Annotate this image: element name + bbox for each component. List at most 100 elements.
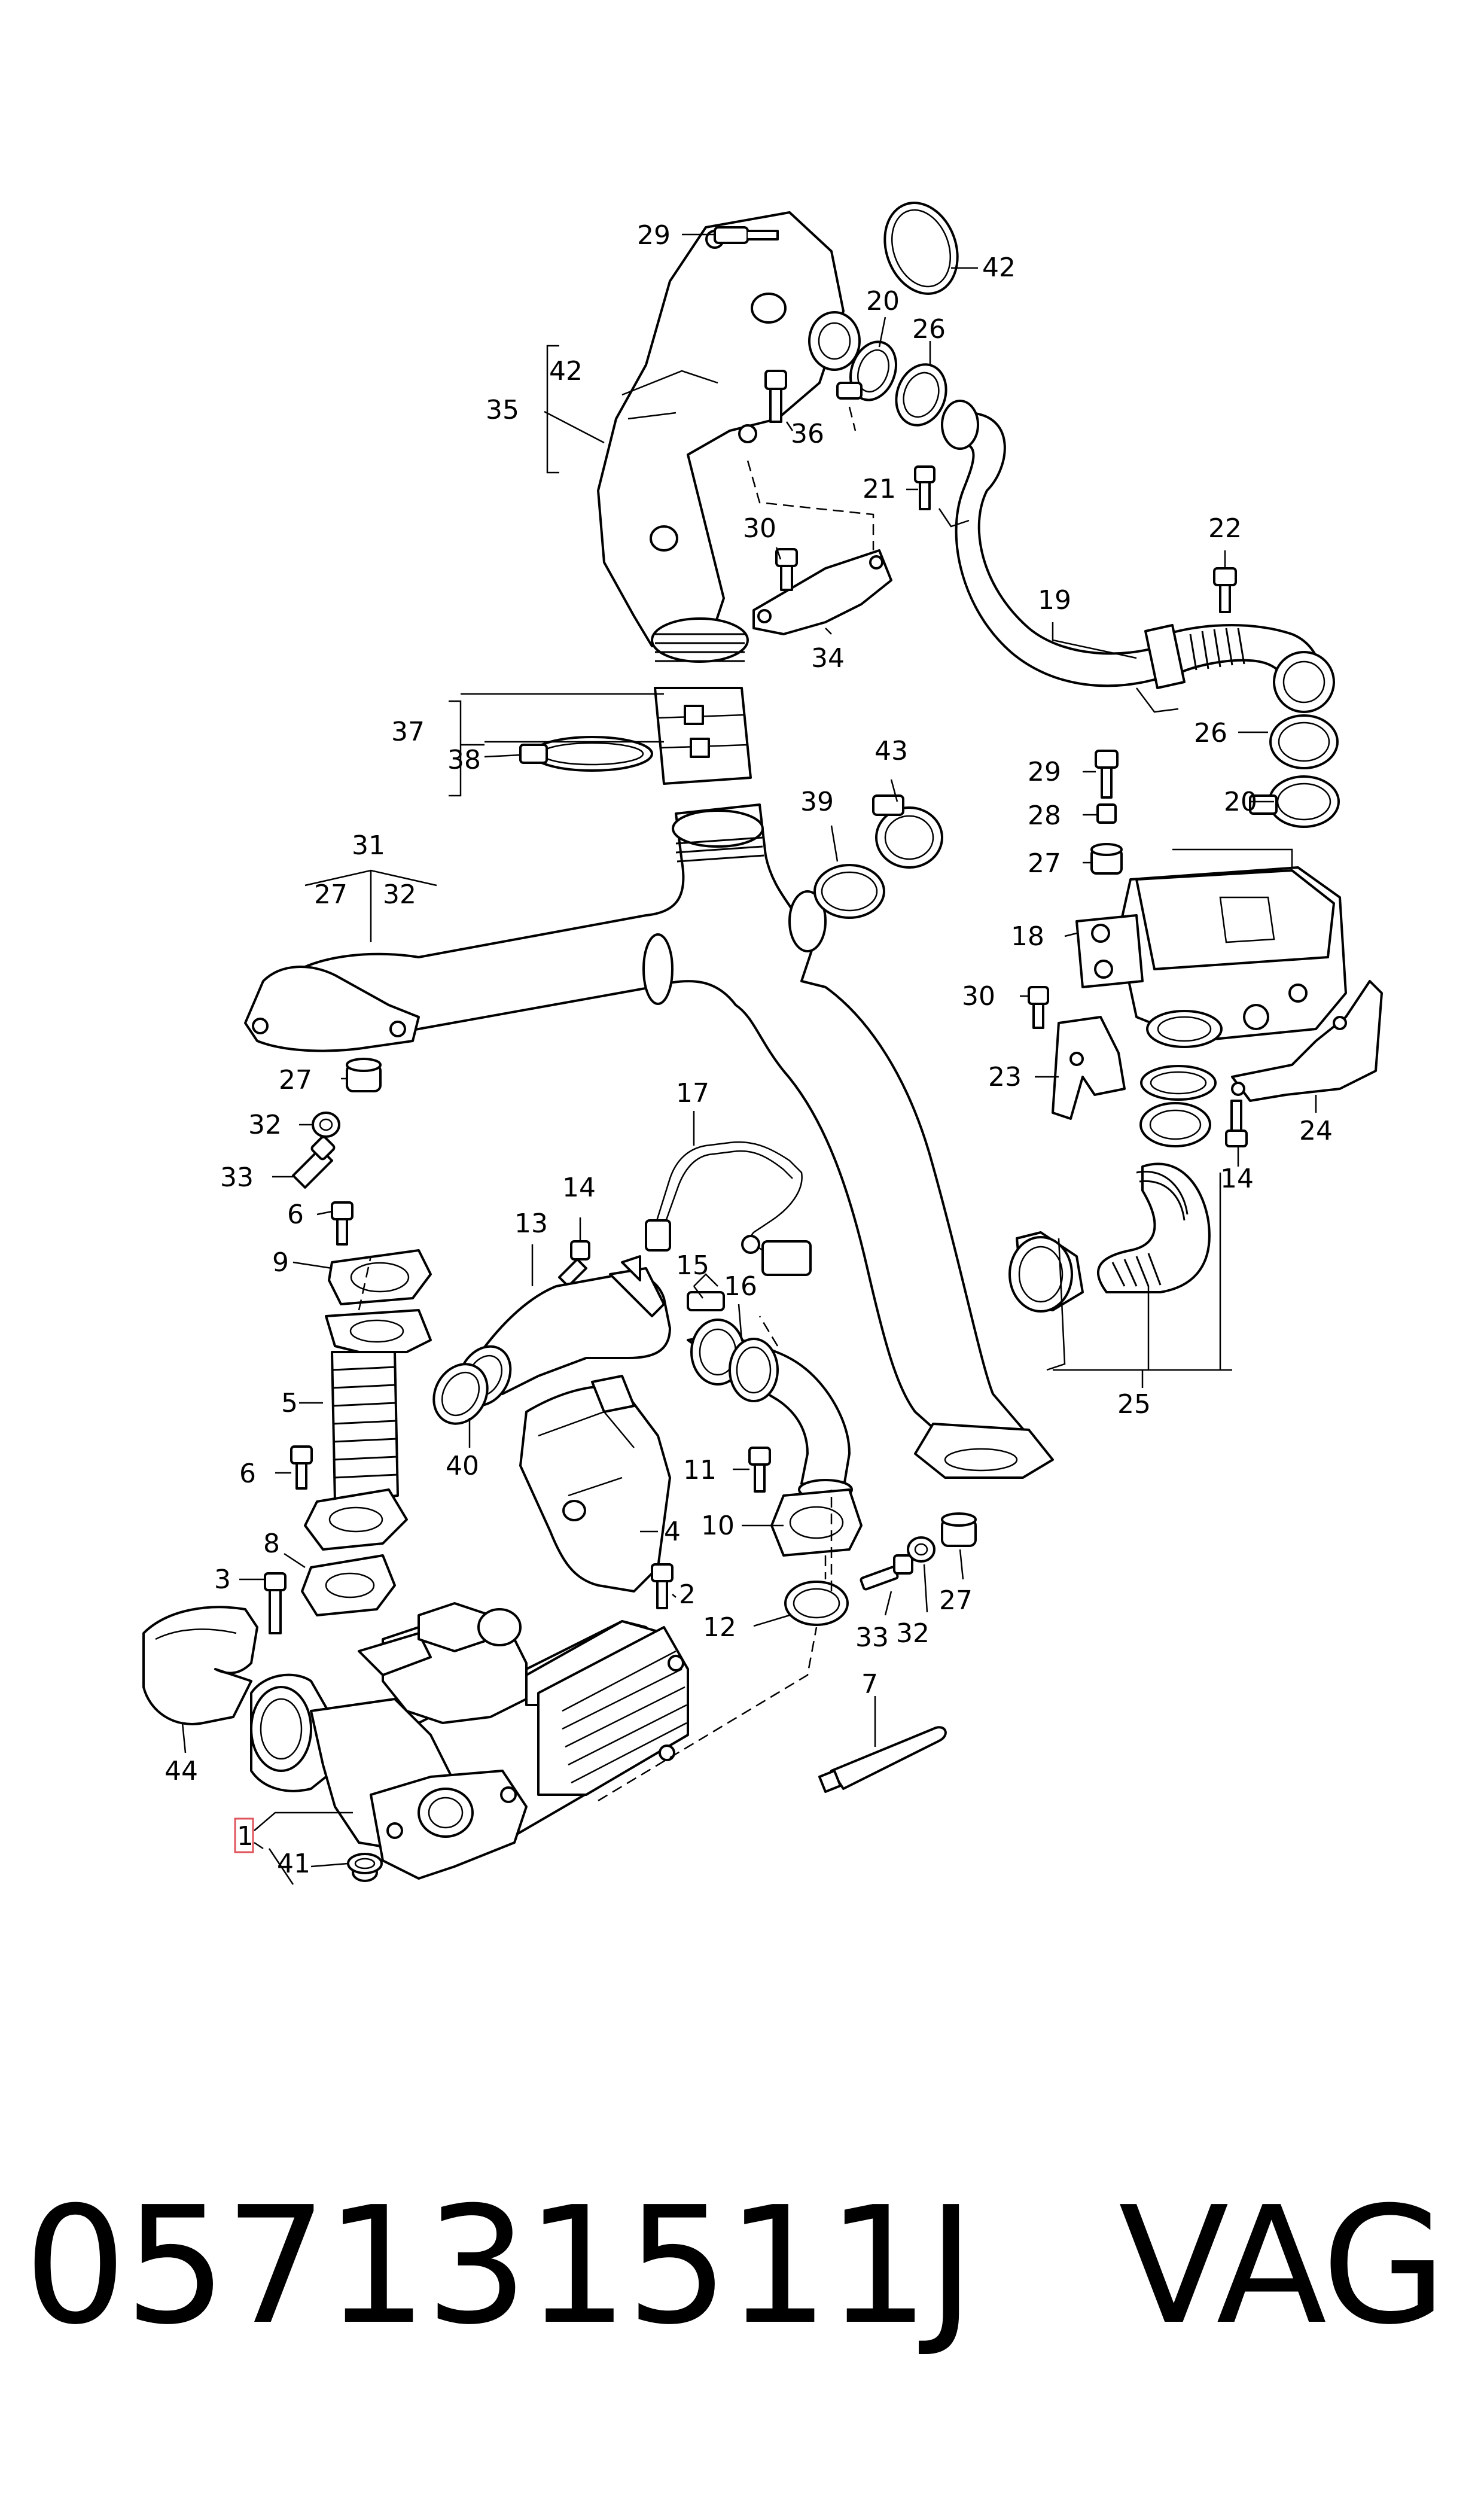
callout-26: 26 <box>1194 718 1227 748</box>
egr-cooler-1 <box>250 1602 689 1882</box>
bolt-2 <box>651 1563 674 1609</box>
callout-28: 28 <box>1028 800 1061 831</box>
hose-19 <box>941 400 1335 713</box>
hose-assembly-25 <box>1008 1065 1217 1313</box>
callout-5: 5 <box>281 1388 298 1418</box>
heat-shield-44 <box>142 1606 258 1725</box>
callout-15: 15 <box>676 1250 709 1281</box>
bolt-29-right <box>1095 750 1119 799</box>
bolt-29 <box>714 226 779 244</box>
seal-ring-39 <box>813 864 885 919</box>
callout-41: 41 <box>277 1849 310 1879</box>
gasket-12 <box>784 1581 849 1626</box>
callout-9: 9 <box>272 1247 289 1278</box>
bolt-3 <box>264 1572 287 1634</box>
callout-20: 20 <box>1224 787 1257 817</box>
seal-ring-42 <box>883 202 959 295</box>
callout-11: 11 <box>683 1455 717 1485</box>
callout-22: 22 <box>1208 513 1242 544</box>
callout-23: 23 <box>988 1062 1022 1092</box>
bracket-34 <box>752 549 892 635</box>
callout-32: 32 <box>248 1110 282 1140</box>
callout-13: 13 <box>514 1208 548 1239</box>
callout-labels: 29 42 20 26 35 42 36 21 30 22 19 34 26 3… <box>164 220 1333 1879</box>
callout-36: 36 <box>791 419 824 449</box>
part-number: 057131511J <box>24 2172 975 2360</box>
bolt-14-right <box>1225 1100 1248 1147</box>
callout-21: 21 <box>863 474 896 504</box>
bolt-36 <box>764 370 787 423</box>
callout-27: 27 <box>1028 848 1061 879</box>
flange-10 <box>770 1488 863 1557</box>
callout-38: 38 <box>447 745 481 775</box>
bolt-6-top <box>331 1201 354 1246</box>
callout-14: 14 <box>1220 1164 1254 1194</box>
brand-name: VAG <box>1119 2172 1447 2360</box>
exhaust-pipe-13 <box>457 1255 671 1407</box>
callout-8: 8 <box>263 1529 280 1559</box>
sleeve-28 <box>1096 803 1117 824</box>
callout-33: 33 <box>220 1162 254 1193</box>
callout-2: 2 <box>679 1579 696 1610</box>
rubber-mount-27-right <box>1090 843 1123 875</box>
bolt-30-right <box>1028 986 1049 1029</box>
callout-30: 30 <box>743 513 776 544</box>
spring-clip-26-right <box>1269 714 1339 769</box>
bolt-33-left <box>292 1135 336 1189</box>
callout-43: 43 <box>874 736 908 766</box>
callout-30: 30 <box>962 981 995 1012</box>
gasket-40 <box>432 1363 489 1425</box>
callout-6: 6 <box>287 1199 304 1230</box>
callout-33: 33 <box>855 1622 889 1653</box>
rubber-mount-27-left <box>346 1058 382 1092</box>
gasket-9 <box>328 1249 432 1305</box>
bolt-11 <box>748 1447 771 1493</box>
callout-26: 26 <box>912 314 946 345</box>
callout-35: 35 <box>486 395 519 425</box>
clamp-20-top <box>836 340 897 401</box>
leader-lines <box>181 233 1317 1885</box>
callout-42: 42 <box>549 356 583 386</box>
callout-18: 18 <box>1011 921 1044 952</box>
callout-27: 27 <box>279 1065 312 1095</box>
callout-27: 27 <box>314 879 348 910</box>
callout-7: 7 <box>861 1669 878 1700</box>
callout-25: 25 <box>1117 1389 1151 1420</box>
callout-32: 32 <box>383 879 416 910</box>
callout-16: 16 <box>724 1271 757 1302</box>
callout-19: 19 <box>1038 585 1071 616</box>
intake-elbow-35 <box>597 211 861 663</box>
egr-actuator-18 <box>1075 866 1347 1048</box>
callout-32: 32 <box>896 1618 930 1649</box>
callout-42: 42 <box>982 252 1016 283</box>
exploded-parts-diagram: 29 42 20 26 35 42 36 21 30 22 19 34 26 3… <box>142 202 1383 1885</box>
callout-34: 34 <box>811 643 845 674</box>
bolt-21 <box>914 465 970 528</box>
washer-32-right <box>907 1536 936 1563</box>
pipe-16 <box>687 1319 853 1500</box>
clamp-15 <box>687 1273 725 1311</box>
callout-39: 39 <box>800 787 834 817</box>
bolt-22 <box>1213 567 1237 613</box>
bolt-14-left <box>558 1240 590 1287</box>
spring-clip-26-top <box>895 363 947 427</box>
callout-29: 29 <box>637 220 671 251</box>
rubber-mount-27-lower <box>941 1512 977 1547</box>
sealant-tube-7 <box>818 1726 947 1793</box>
callout-17: 17 <box>676 1078 709 1109</box>
callout-14: 14 <box>562 1173 596 1203</box>
heat-shield-4 <box>519 1375 671 1593</box>
flex-pipe-5 <box>304 1309 432 1551</box>
gasket-8 <box>301 1554 396 1616</box>
callout-24: 24 <box>1299 1116 1333 1146</box>
bolt-6-lower <box>290 1445 313 1490</box>
callout-31: 31 <box>352 830 385 861</box>
callout-37: 37 <box>391 717 425 747</box>
callout-4: 4 <box>664 1517 681 1547</box>
coupling-37 <box>654 687 752 785</box>
callout-3: 3 <box>214 1564 231 1595</box>
bolt-33-right <box>860 1554 913 1591</box>
callout-6: 6 <box>239 1459 256 1489</box>
bracket-23 <box>1052 1016 1126 1120</box>
clamp-43 <box>872 794 943 869</box>
